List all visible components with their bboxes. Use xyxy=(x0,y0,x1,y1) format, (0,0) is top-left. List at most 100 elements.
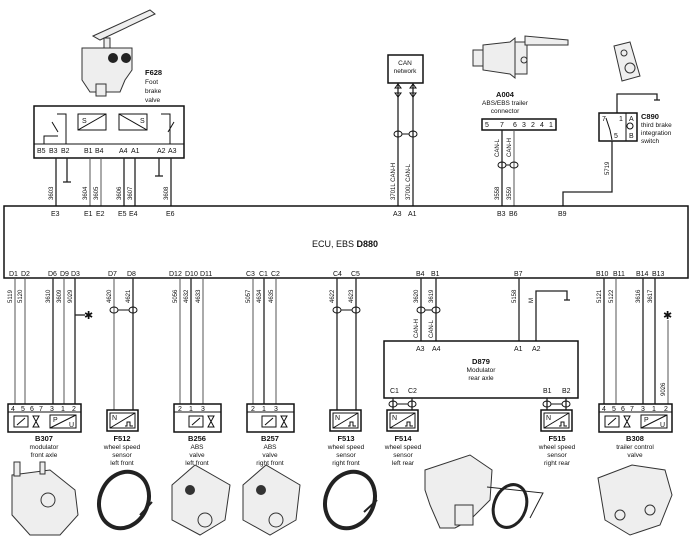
valve-icon xyxy=(207,415,215,428)
a004-code: A004 xyxy=(496,90,515,99)
component-illustrations xyxy=(11,454,673,536)
d879-code: D879 xyxy=(472,357,490,366)
pin-b3: B3 xyxy=(49,148,58,155)
a004-pin-strip xyxy=(481,118,557,131)
abs-valve-illustration-left-front xyxy=(171,464,231,536)
signal-can-h: CAN-H xyxy=(507,138,513,157)
wire-5056: 5056 xyxy=(173,289,179,303)
f514-wheel-speed-sensor: N F514 wheel speed sensor left rear xyxy=(384,409,422,467)
f514-code: F514 xyxy=(394,434,412,443)
pin-7: 7 xyxy=(602,116,606,123)
wire-4620: 4620 xyxy=(107,289,113,303)
pin-3: 3 xyxy=(274,406,278,413)
pin-e4: E4 xyxy=(129,211,138,218)
pin-3: 3 xyxy=(201,406,205,413)
pin-b2: B2 xyxy=(562,388,571,395)
wire-4623: 4623 xyxy=(349,289,355,303)
pin-b11: B11 xyxy=(613,271,625,278)
wire-5122: 5122 xyxy=(609,289,615,303)
wire-3619: 3619 xyxy=(429,289,435,303)
b256-desc-1: ABS xyxy=(190,444,204,451)
pin-5: 5 xyxy=(485,122,489,129)
f513-wheel-speed-sensor: N F513 wheel speed sensor right front xyxy=(327,409,365,467)
pin-a1: A1 xyxy=(131,148,140,155)
f512-desc-3: left front xyxy=(110,460,134,467)
label-m: M xyxy=(529,298,535,303)
wire-4633: 4633 xyxy=(196,289,202,303)
pin-c2: C2 xyxy=(271,271,280,278)
pin-2: 2 xyxy=(531,122,535,129)
f515-desc-3: right rear xyxy=(544,460,571,467)
wire-5719: 5719 xyxy=(605,161,611,175)
pin-6: 6 xyxy=(513,122,517,129)
b307-desc-1: modulator xyxy=(30,444,60,451)
f628-s-right: S xyxy=(140,118,145,125)
valve-icon xyxy=(32,415,40,428)
pin-6: 6 xyxy=(30,406,34,413)
pin-b4: B4 xyxy=(416,271,425,278)
d879-box xyxy=(383,340,579,399)
splice-star-right: ✱ xyxy=(663,310,672,322)
f512-wheel-speed-sensor: N F512 wheel speed sensor left front xyxy=(103,409,141,467)
wire-9026: 9026 xyxy=(661,382,667,396)
pin-d9: D9 xyxy=(60,271,69,278)
b307-code: B307 xyxy=(35,434,53,443)
pin-c3: C3 xyxy=(246,271,255,278)
pin-2: 2 xyxy=(178,406,182,413)
wire-4635: 4635 xyxy=(269,289,275,303)
wire-3606: 3606 xyxy=(117,186,123,200)
b256-abs-valve-left-front: 2 1 3 B256 ABS valve left front xyxy=(173,403,222,467)
pin-d7: D7 xyxy=(108,271,117,278)
pin-e1: E1 xyxy=(84,211,93,218)
pressure-sensor-icon xyxy=(640,414,668,429)
pressure-sensor-icon xyxy=(49,414,77,429)
pin-d2: D2 xyxy=(21,271,30,278)
pin-a4: A4 xyxy=(119,148,128,155)
pin-1: 1 xyxy=(652,406,656,413)
pin-e2: E2 xyxy=(96,211,105,218)
pin-1: 1 xyxy=(549,122,553,129)
pin-b9: B9 xyxy=(558,211,567,218)
pin-e5: E5 xyxy=(118,211,127,218)
pin-a3: A3 xyxy=(393,211,402,218)
wire-4632: 4632 xyxy=(184,289,190,303)
lamp-icon xyxy=(626,122,634,130)
ecu-box xyxy=(3,205,689,279)
pin-b5: B5 xyxy=(37,148,46,155)
pin-2: 2 xyxy=(251,406,255,413)
pin-a3: A3 xyxy=(168,148,177,155)
f628-wire-labels: 3603 3604 3605 3606 3607 3608 xyxy=(49,186,170,200)
b308-trailer-control-valve: 4 5 6 7 3 1 2 P U B308 trailer control v… xyxy=(598,403,673,459)
pin-1: 1 xyxy=(61,406,65,413)
pin-5: 5 xyxy=(614,133,618,140)
pin-b7: B7 xyxy=(514,271,523,278)
abs-valve-illustration-right-front xyxy=(242,464,301,536)
pin-1: 1 xyxy=(262,406,266,413)
pin-c2: C2 xyxy=(408,388,417,395)
pin-a: A xyxy=(629,116,634,123)
b257-abs-valve-right-front: 2 1 3 B257 ABS valve right front xyxy=(246,403,295,467)
signal-can-l: CAN-L xyxy=(429,319,435,338)
c890-desc-1: third brake xyxy=(641,122,672,129)
wire-3604: 3604 xyxy=(83,186,89,200)
pin-e3: E3 xyxy=(51,211,60,218)
ecu-top-pins: E3 E1 E2 E5 E4 E6 A3 A1 B3 B6 B9 xyxy=(51,211,567,218)
pin-d3: D3 xyxy=(71,271,80,278)
wire-3701l-can-h: 3701L CAN-H xyxy=(391,163,397,200)
pin-d1: D1 xyxy=(9,271,18,278)
wire-3700l-can-l: 3700L CAN-L xyxy=(406,163,412,200)
wire-3603: 3603 xyxy=(49,186,55,200)
pin-b1: B1 xyxy=(84,148,93,155)
f514-desc-3: left rear xyxy=(392,460,415,467)
pin-a1: A1 xyxy=(408,211,417,218)
pin-b3: B3 xyxy=(497,211,506,218)
pin-a4: A4 xyxy=(432,346,441,353)
b256-desc-3: left front xyxy=(185,460,209,467)
wire-4621: 4621 xyxy=(126,289,132,303)
pin-b4: B4 xyxy=(95,148,104,155)
f514-desc-1: wheel speed xyxy=(384,444,422,451)
pin-4: 4 xyxy=(540,122,544,129)
f512-desc-2: sensor xyxy=(112,452,132,459)
rear-modulator-illustration xyxy=(424,454,493,529)
wire-3608: 3608 xyxy=(164,186,170,200)
